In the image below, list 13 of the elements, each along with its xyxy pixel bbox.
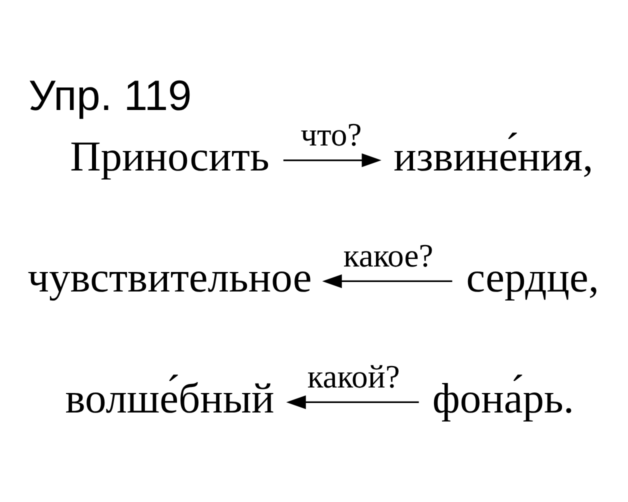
- edge-label: что?: [300, 118, 362, 154]
- diagram-title: Упр. 119: [28, 73, 192, 120]
- edge-label: какой?: [307, 360, 400, 396]
- node-text: сердце,: [466, 254, 600, 302]
- edge-label: какое?: [343, 238, 434, 275]
- arrow: [283, 153, 382, 168]
- node-text: извине́ния,: [394, 134, 594, 181]
- node-text: Приносить: [70, 134, 270, 181]
- arrow: [286, 395, 419, 410]
- node-text: чувствительное: [28, 254, 312, 302]
- arrow: [322, 274, 452, 288]
- node-text: фона́рь.: [432, 376, 574, 423]
- node-text: волше́бный: [65, 376, 274, 423]
